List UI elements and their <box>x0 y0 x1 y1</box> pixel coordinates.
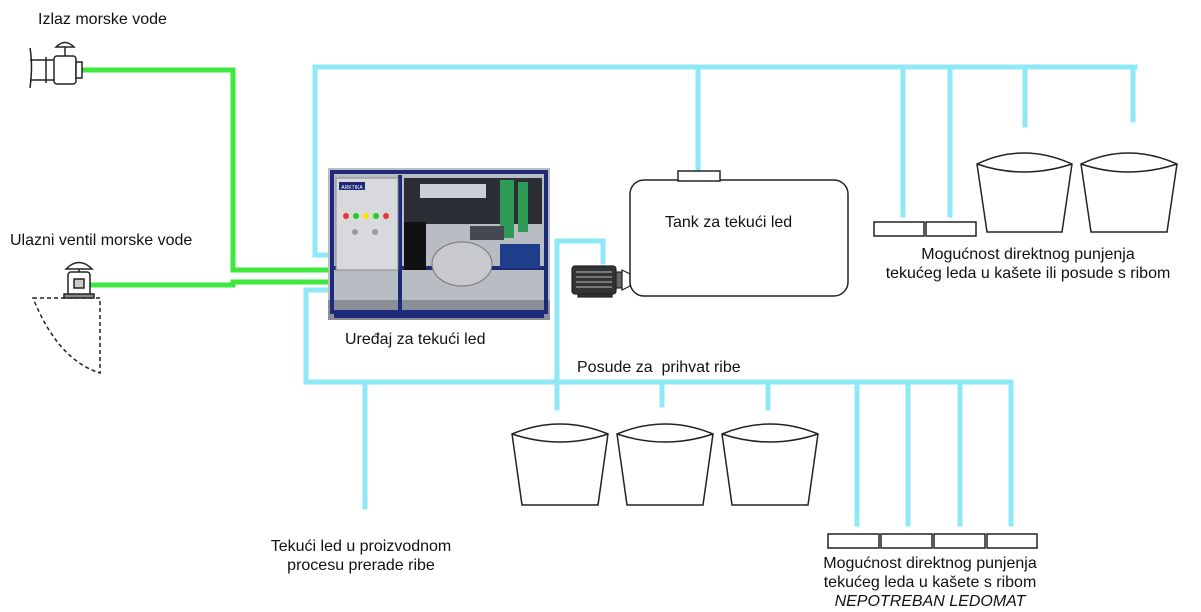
container <box>1080 152 1178 233</box>
label-fish-containers: Posude za prihvat ribe <box>577 359 741 376</box>
container <box>511 423 609 506</box>
container <box>721 423 819 506</box>
containers-top <box>976 152 1178 233</box>
label-direct-fill-bottom: Mogućnost direktnog punjenja tekućeg led… <box>800 554 1060 611</box>
label-sea-water-outlet: Izlaz morske vode <box>38 11 167 28</box>
pump-icon <box>571 265 631 298</box>
label-direct-fill-bottom-line2: tekućeg leda u kašete s ribom <box>823 574 1037 591</box>
label-direct-fill-top-line2: tekućeg leda u kašete ili posude s ribom <box>885 265 1171 282</box>
slurry-ice-pipes <box>303 64 1138 527</box>
label-direct-fill-top-line1: Mogućnost direktnog punjenja <box>921 246 1135 263</box>
label-direct-fill-bottom-line1: Mogućnost direktnog punjenja <box>823 555 1037 572</box>
label-direct-fill-top: Mogućnost direktnog punjenja tekućeg led… <box>858 245 1198 283</box>
containers-bottom <box>511 423 819 506</box>
ice-machine-image: ARKTIKA <box>328 168 550 320</box>
crates-top <box>873 221 977 237</box>
label-ice-machine: Uređaj za tekući led <box>345 331 486 348</box>
crates-bottom <box>827 533 1038 549</box>
label-process-line1: Tekući led u proizvodnom <box>270 538 452 555</box>
label-direct-fill-bottom-line3: NEPOTREBAN LEDOMAT <box>834 593 1026 610</box>
label-process-line2: procesu prerade ribe <box>287 557 435 574</box>
inlet-valve-icon <box>31 261 101 375</box>
crate <box>873 221 925 237</box>
crate <box>880 533 933 549</box>
label-process: Tekući led u proizvodnom procesu prerade… <box>246 537 476 575</box>
sea-water-pipes <box>79 67 329 288</box>
label-tank: Tank za tekući led <box>665 214 793 231</box>
crate <box>827 533 880 549</box>
crate <box>933 533 986 549</box>
tank <box>629 170 849 297</box>
crate <box>925 221 977 237</box>
label-sea-water-inlet-valve: Ulazni ventil morske vode <box>10 232 193 249</box>
outlet-valve-icon <box>29 41 83 89</box>
container <box>616 423 714 506</box>
container <box>976 152 1073 233</box>
svg-text:ARKTIKA: ARKTIKA <box>341 185 363 191</box>
crate <box>986 533 1038 549</box>
